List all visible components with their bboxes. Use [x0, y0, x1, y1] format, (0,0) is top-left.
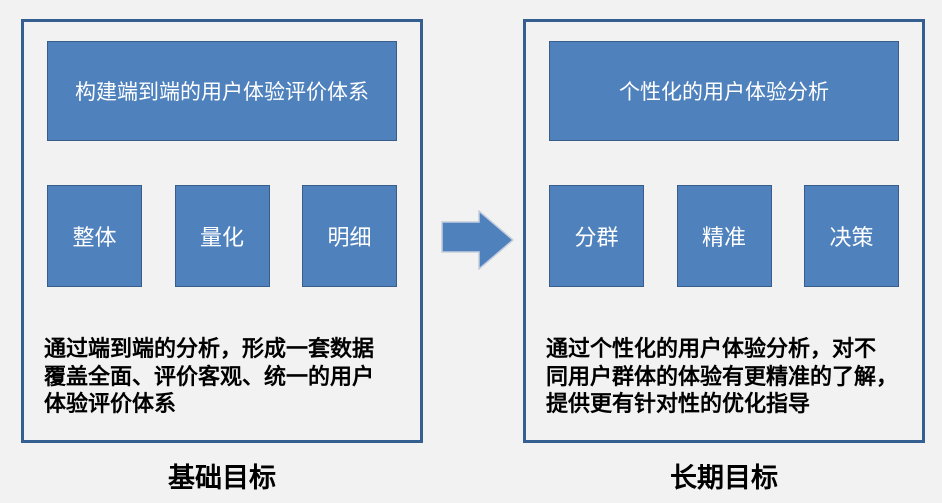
right-arrow-icon	[441, 210, 515, 270]
sub-box-detail: 明细	[302, 185, 397, 287]
longterm-goal-title: 个性化的用户体验分析	[619, 81, 829, 104]
longterm-goal-label: 长期目标	[670, 463, 778, 493]
basic-goal-title-box: 构建端到端的用户体验评价体系	[47, 41, 397, 141]
sub-box-quantify: 量化	[174, 185, 270, 287]
longterm-goal-panel: 个性化的用户体验分析 分群 精准 决策 通过个性化的用户体验分析，对不 同用户群…	[523, 19, 925, 443]
longterm-goal-sub-row: 分群 精准 决策	[549, 185, 899, 287]
sub-box-overall: 整体	[47, 185, 142, 287]
sub-box-segment: 分群	[549, 185, 644, 287]
basic-goal-title: 构建端到端的用户体验评价体系	[75, 81, 369, 104]
longterm-goal-title-box: 个性化的用户体验分析	[549, 41, 899, 141]
basic-goal-sub-row: 整体 量化 明细	[47, 185, 397, 287]
sub-box-precision: 精准	[676, 185, 772, 287]
basic-goal-label: 基础目标	[168, 463, 276, 493]
sub-box-decision: 决策	[804, 185, 899, 287]
longterm-goal-description: 通过个性化的用户体验分析，对不 同用户群体的体验有更精准的了解， 提供更有针对性…	[546, 336, 899, 417]
basic-goal-description: 通过端到端的分析，形成一套数据 覆盖全面、评价客观、统一的用户 体验评价体系	[44, 336, 375, 417]
basic-goal-panel: 构建端到端的用户体验评价体系 整体 量化 明细 通过端到端的分析，形成一套数据 …	[21, 19, 423, 443]
